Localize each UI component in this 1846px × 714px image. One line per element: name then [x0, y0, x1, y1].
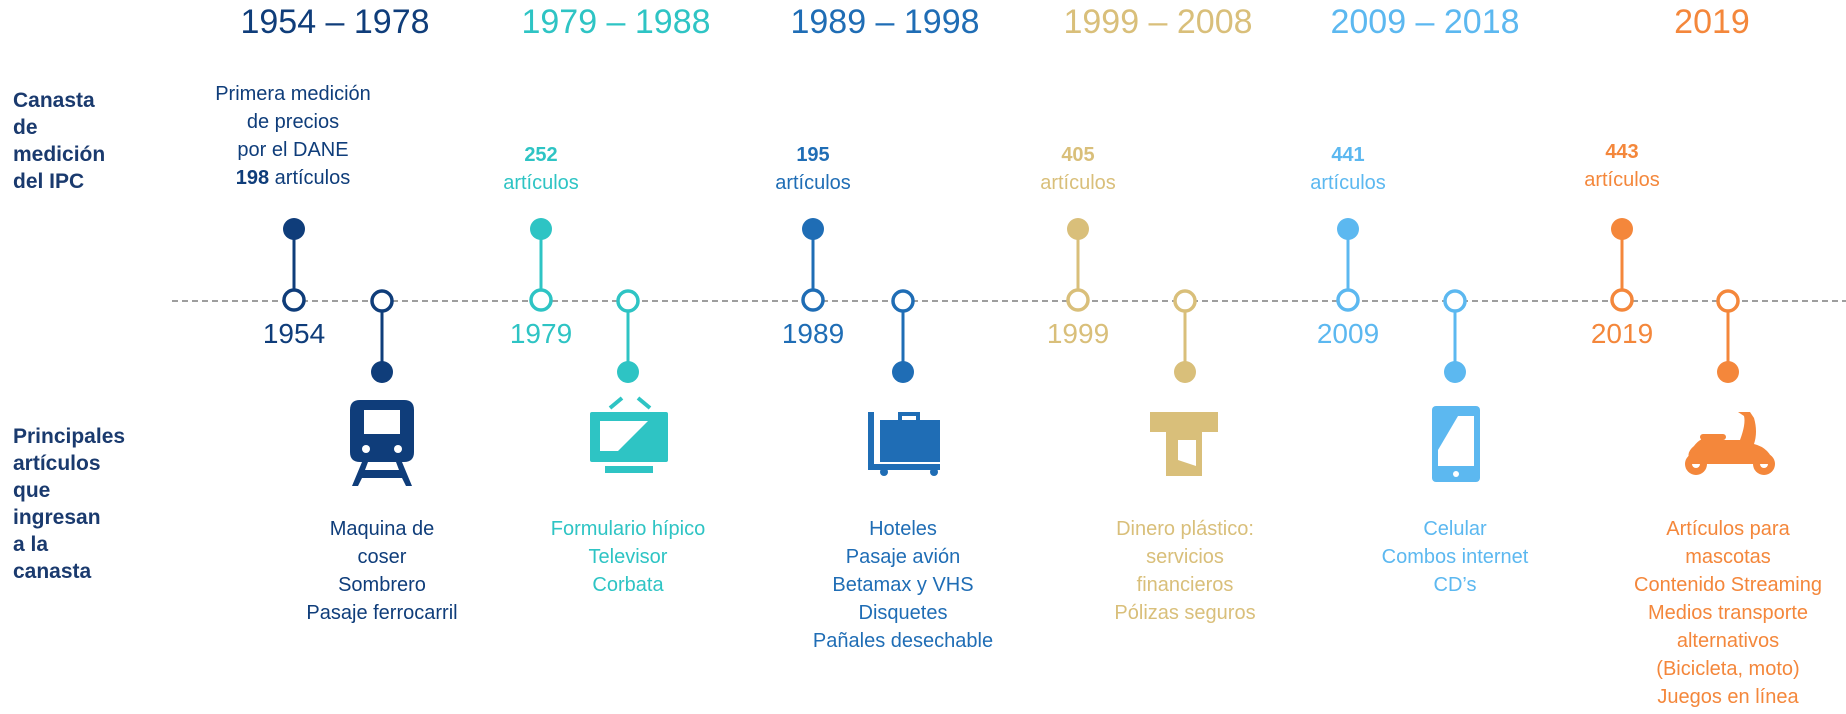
- list-item: Televisor: [588, 546, 668, 568]
- list-item: Juegos en línea: [1657, 686, 1799, 708]
- count-label: artículos: [503, 172, 579, 194]
- row-label-line: artículos: [13, 452, 101, 475]
- period-header-2009-2018: 2009 – 2018: [1330, 3, 1520, 41]
- year-label-1989: 1989: [781, 318, 845, 349]
- luggage-icon: [868, 412, 940, 476]
- list-item: Formulario hípico: [550, 518, 706, 540]
- television-icon: [590, 396, 668, 473]
- list-item: Sombrero: [338, 574, 426, 596]
- list-item: financieros: [1136, 574, 1234, 596]
- year-label-1999: 1999: [1046, 318, 1110, 349]
- period-header-1999-2008: 1999 – 2008: [1063, 3, 1253, 41]
- row-label-line: del IPC: [13, 170, 85, 193]
- items-1979: Formulario hípico Televisor Corbata: [551, 515, 706, 599]
- year-label-1979: 1979: [509, 318, 573, 349]
- row-label-line: canasta: [13, 560, 92, 583]
- list-item: coser: [357, 546, 407, 568]
- items-2019: Artículos para mascotas Contenido Stream…: [1634, 515, 1822, 711]
- row-label-items: Principales artículos que ingresan a la …: [13, 423, 125, 585]
- list-item: Dinero plástico:: [1116, 518, 1254, 540]
- scooter-icon: [1685, 412, 1775, 475]
- train-icon: [350, 400, 414, 486]
- list-item: Pañales desechable: [812, 630, 994, 652]
- list-item: Pólizas seguros: [1114, 602, 1256, 624]
- mobile-phone-icon: [1432, 406, 1480, 482]
- list-item: alternativos: [1676, 630, 1780, 652]
- list-item: Combos internet: [1381, 546, 1529, 568]
- period-header-1979-1988: 1979 – 1988: [521, 3, 711, 41]
- items-1954: Maquina de coser Sombrero Pasaje ferroca…: [306, 515, 457, 627]
- milestone-2009: [1336, 218, 1467, 383]
- items-2009: Celular Combos internet CD’s: [1382, 515, 1529, 599]
- list-item: Hoteles: [869, 518, 937, 540]
- count-2009: 441 artículos: [1310, 141, 1386, 197]
- count-1999: 405 artículos: [1040, 141, 1116, 197]
- year-label-1954: 1954: [262, 318, 326, 349]
- count-number: 441: [1331, 144, 1365, 166]
- note-count-line: 198 artículos: [215, 164, 371, 192]
- list-item: Betamax y VHS: [832, 574, 974, 596]
- year-label-2019: 2019: [1590, 318, 1654, 349]
- note-count-suffix: artículos: [269, 167, 351, 189]
- items-1999: Dinero plástico: servicios financieros P…: [1114, 515, 1255, 627]
- items-1989: Hoteles Pasaje avión Betamax y VHS Disqu…: [813, 515, 993, 655]
- row-label-line: que: [13, 479, 51, 502]
- list-item: Maquina de: [329, 518, 435, 540]
- row-label-line: de: [13, 116, 38, 139]
- list-item: Medios transporte: [1647, 602, 1809, 624]
- list-item: CD’s: [1433, 574, 1477, 596]
- list-item: Corbata: [592, 574, 664, 596]
- first-measurement-note: Primera medición de precios por el DANE …: [215, 80, 371, 192]
- period-header-1954-1978: 1954 – 1978: [240, 3, 430, 41]
- row-label-line: medición: [13, 143, 106, 166]
- period-header-2019: 2019: [1674, 3, 1750, 41]
- list-item: servicios: [1146, 546, 1224, 568]
- list-item: Celular: [1423, 518, 1487, 540]
- list-item: (Bicicleta, moto): [1656, 658, 1800, 680]
- row-label-basket: Canasta de medición del IPC: [13, 87, 105, 195]
- count-number: 252: [524, 144, 558, 166]
- milestone-1979: [529, 218, 640, 383]
- row-label-line: Canasta: [13, 89, 95, 112]
- count-1989: 195 artículos: [775, 141, 851, 197]
- list-item: Pasaje ferrocarril: [306, 602, 458, 624]
- note-count: 198: [235, 167, 270, 189]
- milestone-2019: [1610, 218, 1740, 383]
- note-line: Primera medición: [215, 83, 371, 105]
- list-item: Artículos para: [1666, 518, 1790, 540]
- atm-card-icon: [1150, 412, 1218, 476]
- row-label-line: Principales: [13, 425, 126, 448]
- count-label: artículos: [1310, 172, 1386, 194]
- count-number: 443: [1605, 141, 1639, 163]
- row-label-line: a la: [13, 533, 49, 556]
- year-label-2009: 2009: [1316, 318, 1380, 349]
- count-2019: 443 artículos: [1584, 138, 1660, 194]
- note-line: por el DANE: [237, 139, 349, 161]
- note-line: de precios: [246, 111, 340, 133]
- list-item: Contenido Streaming: [1634, 574, 1822, 596]
- milestone-1989: [801, 218, 915, 383]
- period-header-1989-1998: 1989 – 1998: [790, 3, 980, 41]
- count-number: 195: [796, 144, 830, 166]
- count-1979: 252 artículos: [503, 141, 579, 197]
- count-label: artículos: [1584, 169, 1660, 191]
- list-item: Disquetes: [858, 602, 948, 624]
- count-number: 405: [1061, 144, 1095, 166]
- count-label: artículos: [775, 172, 851, 194]
- milestone-1954: [282, 218, 394, 383]
- list-item: mascotas: [1685, 546, 1771, 568]
- row-label-line: ingresan: [13, 506, 101, 529]
- count-label: artículos: [1040, 172, 1116, 194]
- milestone-1999: [1066, 218, 1197, 383]
- list-item: Pasaje avión: [845, 546, 961, 568]
